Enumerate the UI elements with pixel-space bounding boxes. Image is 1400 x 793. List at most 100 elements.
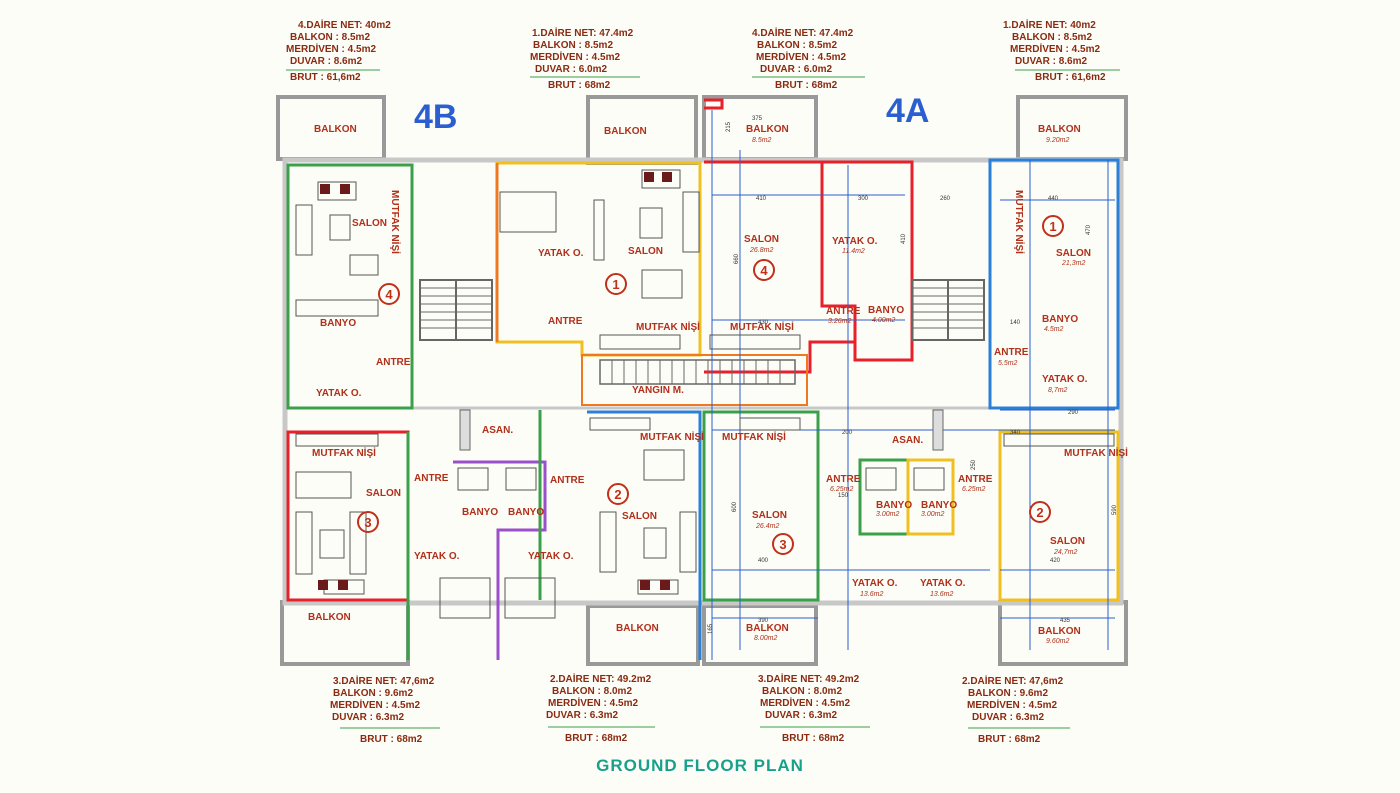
table-merdiven: MERDİVEN : 4.5m2 [756, 50, 846, 63]
area-label: 8.00m2 [754, 635, 777, 642]
room-label-yatak: YATAK O. [414, 551, 460, 562]
unit-number: 3 [364, 515, 371, 530]
table-merdiven: MERDİVEN : 4.5m2 [530, 50, 620, 63]
table-duvar: DUVAR : 6.3m2 [765, 710, 837, 721]
unit-number: 4 [760, 263, 768, 278]
dim-label: 430 [758, 320, 769, 326]
room-label-mutfak: MUTFAK NİŞİ [1013, 190, 1026, 254]
unit-circle [357, 511, 379, 533]
unit-number: 3 [779, 537, 786, 552]
unit-circle [378, 283, 400, 305]
table-net: 3.DAİRE NET: 47,6m2 [333, 674, 435, 687]
dim-label: 435 [1060, 618, 1071, 624]
area-label: 5.5m2 [998, 360, 1018, 367]
room-label-antre: ANTRE [958, 474, 993, 485]
area-label: 26.8m2 [749, 247, 773, 254]
area-label: 13.6m2 [930, 591, 953, 598]
room-label-yangin: YANGIN M. [632, 385, 684, 396]
room-label-antre: ANTRE [376, 357, 411, 368]
area-label: 4.00m2 [872, 317, 895, 324]
dim-label: 140 [1010, 320, 1021, 326]
area-label: 11.4m2 [842, 248, 865, 255]
room-label-yatak: YATAK O. [832, 236, 878, 247]
room-label-banyo: BANYO [921, 500, 957, 511]
room-label-balkon: BALKON [314, 124, 357, 135]
area-label: 3.00m2 [921, 511, 944, 518]
dim-label: 470 [1086, 224, 1092, 235]
table-top-4a-1: 1.DAİRE NET: 40m2 BALKON : 8.5m2 MERDİVE… [1003, 18, 1120, 83]
table-balkon: BALKON : 8.5m2 [533, 40, 613, 51]
unit-circle [607, 483, 629, 505]
dim-label: 390 [758, 618, 769, 624]
room-label-balkon: BALKON [308, 612, 351, 623]
table-net: 4.DAİRE NET: 47.4m2 [752, 26, 854, 39]
room-label-balkon: BALKON [746, 623, 789, 634]
room-label-salon: SALON [744, 234, 779, 245]
sofa-accents [318, 172, 672, 590]
table-bottom-4a-2: 2.DAİRE NET: 47,6m2 BALKON : 9.6m2 MERDİ… [962, 674, 1070, 745]
unit-circle [1029, 501, 1051, 523]
area-label: 3.00m2 [876, 511, 899, 518]
room-label-balkon: BALKON [1038, 626, 1081, 637]
table-balkon: BALKON : 8.5m2 [757, 40, 837, 51]
room-label-balkon: BALKON [604, 126, 647, 137]
table-balkon: BALKON : 9.6m2 [333, 688, 413, 699]
room-label-antre: ANTRE [994, 347, 1029, 358]
dim-label: 400 [758, 558, 769, 564]
table-net: 2.DAİRE NET: 47,6m2 [962, 674, 1064, 687]
table-duvar: DUVAR : 6.0m2 [535, 64, 607, 75]
room-label-salon: SALON [1050, 536, 1085, 547]
dim-label: 300 [858, 196, 869, 202]
area-label: 4.5m2 [1044, 326, 1064, 333]
table-net: 1.DAİRE NET: 47.4m2 [532, 26, 634, 39]
table-bottom-4b-3: 3.DAİRE NET: 47,6m2 BALKON : 9.6m2 MERDİ… [330, 674, 440, 745]
area-label: 13.6m2 [860, 591, 883, 598]
dim-label: 165 [708, 623, 714, 634]
room-label-salon: SALON [628, 246, 663, 257]
table-net: 2.DAİRE NET: 49.2m2 [550, 672, 652, 685]
unit-number: 4 [385, 287, 393, 302]
room-label-mutfak: MUTFAK NİŞİ [640, 430, 704, 443]
unit-number: 2 [614, 487, 621, 502]
table-top-4b-1: 1.DAİRE NET: 47.4m2 BALKON : 8.5m2 MERDİ… [530, 26, 640, 91]
room-labels: BALKON BALKON BALKON BALKON BALKON BALKO… [308, 124, 1128, 637]
table-brut: BRUT : 68m2 [548, 80, 611, 91]
area-label: 8.5m2 [752, 137, 772, 144]
area-label: 9.60m2 [1046, 638, 1069, 645]
area-label: 21,3m2 [1061, 260, 1085, 267]
room-label-salon: SALON [752, 510, 787, 521]
table-net: 3.DAİRE NET: 49.2m2 [758, 672, 860, 685]
table-merdiven: MERDİVEN : 4.5m2 [330, 698, 420, 711]
area-label: 8,7m2 [1048, 387, 1068, 394]
table-merdiven: MERDİVEN : 4.5m2 [760, 696, 850, 709]
table-duvar: DUVAR : 6.3m2 [972, 712, 1044, 723]
dim-label: 215 [726, 121, 732, 132]
room-label-mutfak: MUTFAK NİŞİ [636, 320, 700, 333]
unit-number: 1 [612, 277, 619, 292]
unit-circle [605, 273, 627, 295]
area-label: 24,7m2 [1053, 549, 1077, 556]
table-brut: BRUT : 61,6m2 [290, 72, 361, 83]
dim-label: 590 [1112, 504, 1118, 515]
room-label-salon: SALON [622, 511, 657, 522]
block-label-4b: 4B [414, 98, 457, 136]
room-label-banyo: BANYO [462, 507, 498, 518]
room-label-mutfak: MUTFAK NİŞİ [722, 430, 786, 443]
unit-number-markers: 4 1 4 1 3 2 3 2 [357, 215, 1064, 555]
area-label: 3.26m2 [828, 318, 851, 325]
block-label-4a: 4A [886, 92, 929, 130]
area-label: 26.4m2 [755, 523, 779, 530]
furniture [295, 169, 1115, 619]
room-label-mutfak: MUTFAK NİŞİ [389, 190, 402, 254]
dim-label: 200 [842, 430, 853, 436]
unit-outlines [286, 98, 1120, 660]
dim-label: 260 [940, 196, 951, 202]
table-merdiven: MERDİVEN : 4.5m2 [286, 42, 376, 55]
plan-title: GROUND FLOOR PLAN [596, 756, 804, 775]
dim-label: 410 [756, 196, 767, 202]
table-balkon: BALKON : 8.0m2 [762, 686, 842, 697]
table-brut: BRUT : 68m2 [360, 734, 423, 745]
table-balkon: BALKON : 8.5m2 [1012, 32, 1092, 43]
unit-number: 1 [1049, 219, 1056, 234]
